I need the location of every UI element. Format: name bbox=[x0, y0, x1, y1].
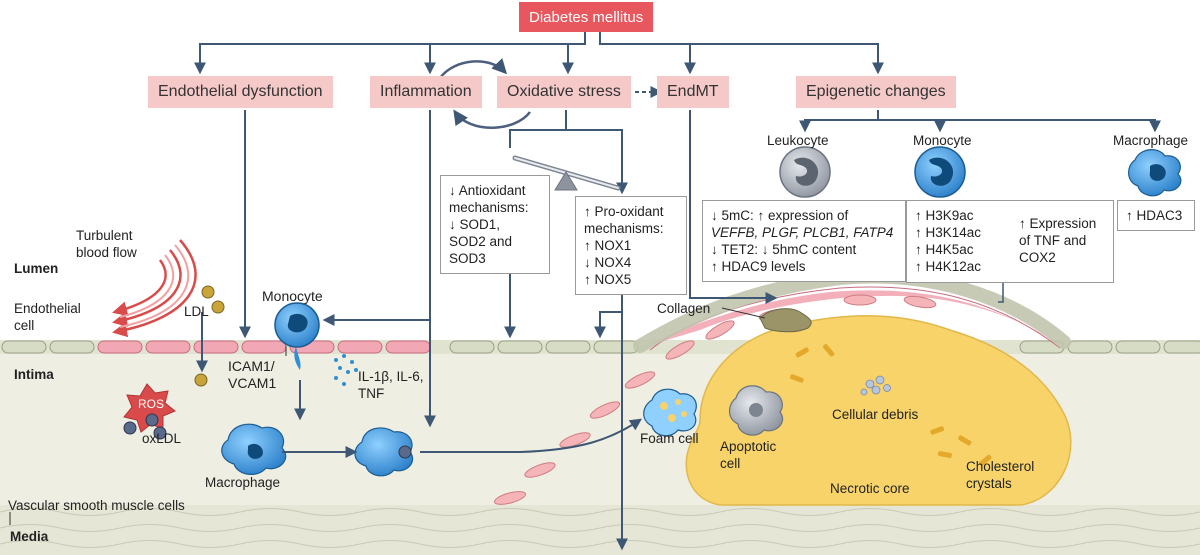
leukocyte-line-1: ↓ 5mC: ↑ expression of bbox=[711, 208, 849, 223]
monocyte-epigenetics-box: ↑ H3K9ac ↑ H3K14ac ↑ H4K5ac ↑ H4K12ac ↑ … bbox=[906, 200, 1114, 283]
cholesterol-line-2: crystals bbox=[966, 476, 1012, 491]
cholesterol-line-1: Cholesterol bbox=[966, 459, 1035, 474]
icam-line-2: VCAM1 bbox=[228, 375, 277, 391]
cycle-arrow-bottom bbox=[453, 109, 531, 129]
intima-macrophage-cell bbox=[221, 423, 287, 475]
apoptotic-line-1: Apoptotic bbox=[720, 439, 777, 454]
pathway-arrows bbox=[194, 28, 1161, 551]
lumen-monocyte-cell bbox=[274, 302, 320, 370]
leukocyte-line-3: ↓ TET2: ↓ 5hmC content bbox=[711, 242, 857, 257]
media-label: Media bbox=[10, 529, 49, 544]
macrophage-cell-icon bbox=[1128, 149, 1182, 197]
media-smooth-muscle-pattern bbox=[0, 508, 1200, 548]
antioxidant-line-2: mechanisms: bbox=[449, 200, 529, 215]
cholesterol-crystals-label: Cholesterol crystals bbox=[966, 458, 1034, 492]
leukocyte-cell-icon bbox=[779, 146, 831, 198]
prooxidant-line-1: ↑ Pro-oxidant bbox=[584, 204, 664, 219]
collagen-pointer bbox=[721, 307, 766, 319]
prooxidant-line-4: ↓ NOX4 bbox=[584, 255, 632, 270]
antioxidant-line-3: ↓ SOD1, bbox=[449, 217, 501, 232]
lumen-label: Lumen bbox=[14, 261, 59, 276]
intima-label: Intima bbox=[14, 367, 54, 382]
cellular-debris-label: Cellular debris bbox=[832, 407, 919, 422]
macrophage-hdac3: ↑ HDAC3 bbox=[1126, 208, 1183, 223]
monocyte-mark-1: ↑ H3K9ac bbox=[915, 208, 974, 223]
cellular-debris-dots bbox=[860, 375, 891, 396]
endothelial-cell-line-2: cell bbox=[14, 318, 35, 333]
endmt-label: EndMT bbox=[667, 83, 719, 100]
prooxidant-line-3: ↑ NOX1 bbox=[584, 238, 632, 253]
cytokines-label: IL-1β, IL-6, TNF bbox=[358, 368, 424, 402]
antioxidant-box: ↓ Antioxidant mechanisms: ↓ SOD1, SOD2 a… bbox=[440, 175, 550, 274]
seesaw bbox=[512, 155, 621, 191]
endothelial-cell-label: Endothelial cell bbox=[14, 300, 81, 334]
endothelial-layer bbox=[0, 340, 1200, 354]
monocyte-effect-2: of TNF and bbox=[1019, 233, 1087, 248]
inflammation-box: Inflammation bbox=[370, 76, 482, 108]
antioxidant-line-4: SOD2 and bbox=[449, 234, 513, 249]
ldl-label: LDL bbox=[184, 304, 209, 319]
monocyte-label: Monocyte bbox=[913, 133, 972, 148]
endothelial-dysfunction-box: Endothelial dysfunction bbox=[148, 76, 333, 108]
oxidative-stress-label: Oxidative stress bbox=[507, 83, 621, 100]
epigenetic-changes-label: Epigenetic changes bbox=[806, 83, 946, 100]
endothelial-cell-line-1: Endothelial bbox=[14, 301, 81, 316]
epigenetic-changes-box: Epigenetic changes bbox=[796, 76, 956, 108]
inflammation-label: Inflammation bbox=[380, 83, 472, 100]
prooxidant-line-2: mechanisms: bbox=[584, 221, 664, 236]
cytokines-line-2: TNF bbox=[358, 386, 385, 401]
prooxidant-line-5: ↑ NOX5 bbox=[584, 272, 632, 287]
endothelial-dysfunction-label: Endothelial dysfunction bbox=[158, 83, 323, 100]
monocyte-mark-4: ↑ H4K12ac bbox=[915, 259, 982, 274]
cycle-arrow-top bbox=[439, 58, 508, 79]
foam-cell-shape bbox=[643, 388, 697, 437]
cytokines-line-1: IL-1β, IL-6, bbox=[358, 369, 424, 384]
macrophage-label: Macrophage bbox=[1113, 133, 1189, 148]
turbulent-flow-arrows bbox=[112, 239, 197, 338]
antioxidant-line-5: SOD3 bbox=[449, 251, 486, 266]
monocyte-mark-2: ↑ H3K14ac bbox=[915, 225, 982, 240]
endmt-box: EndMT bbox=[657, 76, 729, 108]
monocyte-cell-icon bbox=[914, 146, 966, 198]
necrotic-core-label: Necrotic core bbox=[830, 481, 910, 496]
collagen-cell bbox=[759, 308, 812, 333]
oxldl-label: oxLDL bbox=[142, 431, 182, 446]
foam-cell-label: Foam cell bbox=[640, 431, 699, 446]
apoptotic-line-2: cell bbox=[720, 456, 741, 471]
antioxidant-line-1: ↓ Antioxidant bbox=[449, 183, 526, 198]
monocyte-effect-3: COX2 bbox=[1019, 250, 1056, 265]
oxidative-stress-box: Oxidative stress bbox=[497, 76, 631, 108]
leukocyte-line-2: VEFFB, PLGF, PLCB1, FATP4 bbox=[711, 225, 894, 240]
turbulent-line-1: Turbulent bbox=[76, 228, 133, 243]
vsmc-label: Vascular smooth muscle cells bbox=[8, 498, 185, 513]
collagen-label: Collagen bbox=[657, 301, 711, 316]
ros-label: ROS bbox=[138, 397, 165, 411]
cytokine-dots bbox=[334, 354, 358, 386]
vsmc-migrating bbox=[493, 294, 937, 505]
leukocyte-epigenetics-box: ↓ 5mC: ↑ expression of VEFFB, PLGF, PLCB… bbox=[702, 200, 906, 282]
oxldl-particles bbox=[123, 413, 167, 440]
prooxidant-box: ↑ Pro-oxidant mechanisms: ↑ NOX1 ↓ NOX4 … bbox=[575, 196, 687, 295]
turbulent-line-2: blood flow bbox=[76, 245, 137, 260]
leukocyte-line-4: ↑ HDAC9 levels bbox=[711, 259, 806, 274]
icam-line-1: ICAM1/ bbox=[228, 358, 275, 374]
turbulent-flow-label: Turbulent blood flow bbox=[76, 227, 137, 261]
leukocyte-label: Leukocyte bbox=[767, 133, 829, 148]
ldl-particles bbox=[194, 285, 225, 387]
lumen-monocyte-label: Monocyte bbox=[262, 288, 323, 304]
macrophage-with-oxldl-cell bbox=[354, 427, 414, 477]
diabetes-mellitus-box: Diabetes mellitus bbox=[519, 2, 654, 32]
turbulent-flow-arrows-light bbox=[119, 244, 190, 328]
icam-vcam-label: ICAM1/ VCAM1 bbox=[228, 358, 276, 392]
monocyte-mark-3: ↑ H4K5ac bbox=[915, 242, 974, 257]
monocyte-effect-1: ↑ Expression bbox=[1019, 216, 1097, 231]
apoptotic-cell-shape bbox=[728, 385, 784, 436]
diabetes-mellitus-label: Diabetes mellitus bbox=[529, 8, 644, 26]
apoptotic-cell-label: Apoptotic cell bbox=[720, 438, 776, 472]
macrophage-intima-label: Macrophage bbox=[205, 475, 281, 490]
macrophage-epigenetics-box: ↑ HDAC3 bbox=[1117, 200, 1195, 231]
